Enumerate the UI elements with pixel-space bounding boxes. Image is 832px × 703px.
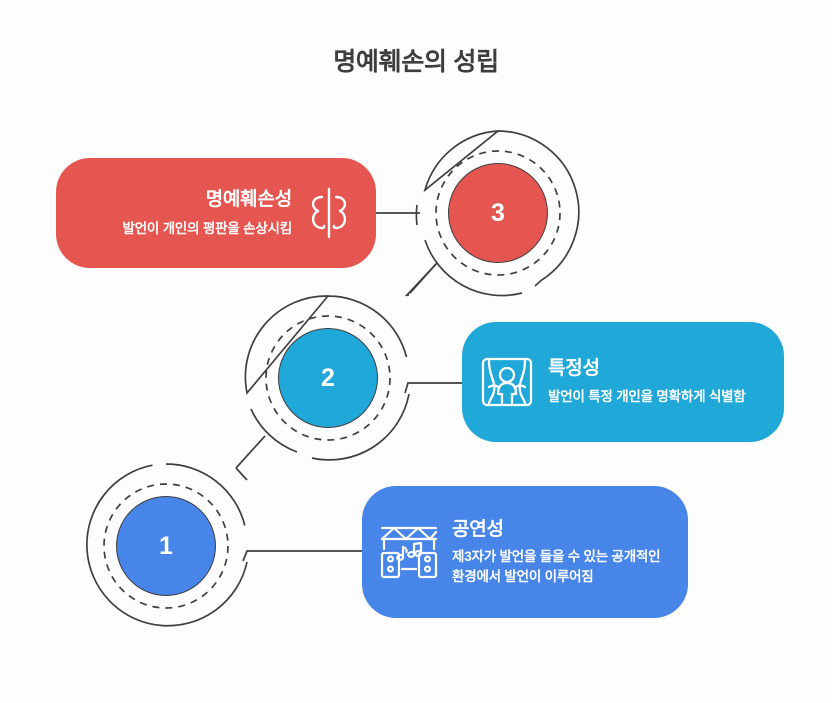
spotlight-person-curtain-icon	[476, 351, 538, 413]
page-title: 명예훼손의 성립	[333, 48, 499, 76]
mirrored-reflection-icon	[298, 182, 360, 244]
step-node-3-number: 3	[448, 163, 548, 263]
step-node-2-number: 2	[278, 328, 378, 428]
step-card-2[interactable]: 특정성 발언이 특정 개인을 명확하게 식별함	[462, 322, 784, 442]
step-card-3[interactable]: 명예훼손성 발언이 개인의 평판을 손상시킴	[56, 158, 376, 268]
step-card-1-title: 공연성	[452, 518, 504, 540]
step-node-2[interactable]: 2	[246, 296, 410, 460]
connector-node2-to-card2	[404, 382, 466, 394]
concert-stage-speakers-icon	[376, 519, 442, 585]
step-card-2-description: 발언이 특정 개인을 명확하게 식별함	[548, 389, 746, 405]
step-card-1-description: 제3자가 발언을 들을 수 있는 공개적인 환경에서 발언이 이루어짐	[452, 549, 661, 584]
step-node-1[interactable]: 1	[84, 464, 248, 628]
step-node-1-number: 1	[116, 496, 216, 596]
step-card-2-text: 특정성 발언이 특정 개인을 명확하게 식별함	[548, 357, 762, 406]
step-card-1[interactable]: 공연성 제3자가 발언을 들을 수 있는 공개적인 환경에서 발언이 이루어짐	[362, 486, 688, 618]
step-card-3-description: 발언이 개인의 평판을 손상시킴	[122, 220, 292, 236]
step-node-3[interactable]: 3	[416, 131, 580, 295]
connector-node1-to-card1	[242, 550, 368, 562]
step-card-3-title: 명예훼손성	[205, 188, 293, 210]
step-card-1-text: 공연성 제3자가 발언을 들을 수 있는 공개적인 환경에서 발언이 이루어짐	[452, 518, 668, 587]
step-card-3-text: 명예훼손성 발언이 개인의 평판을 손상시킴	[122, 188, 292, 238]
step-card-2-title: 특정성	[548, 358, 600, 380]
